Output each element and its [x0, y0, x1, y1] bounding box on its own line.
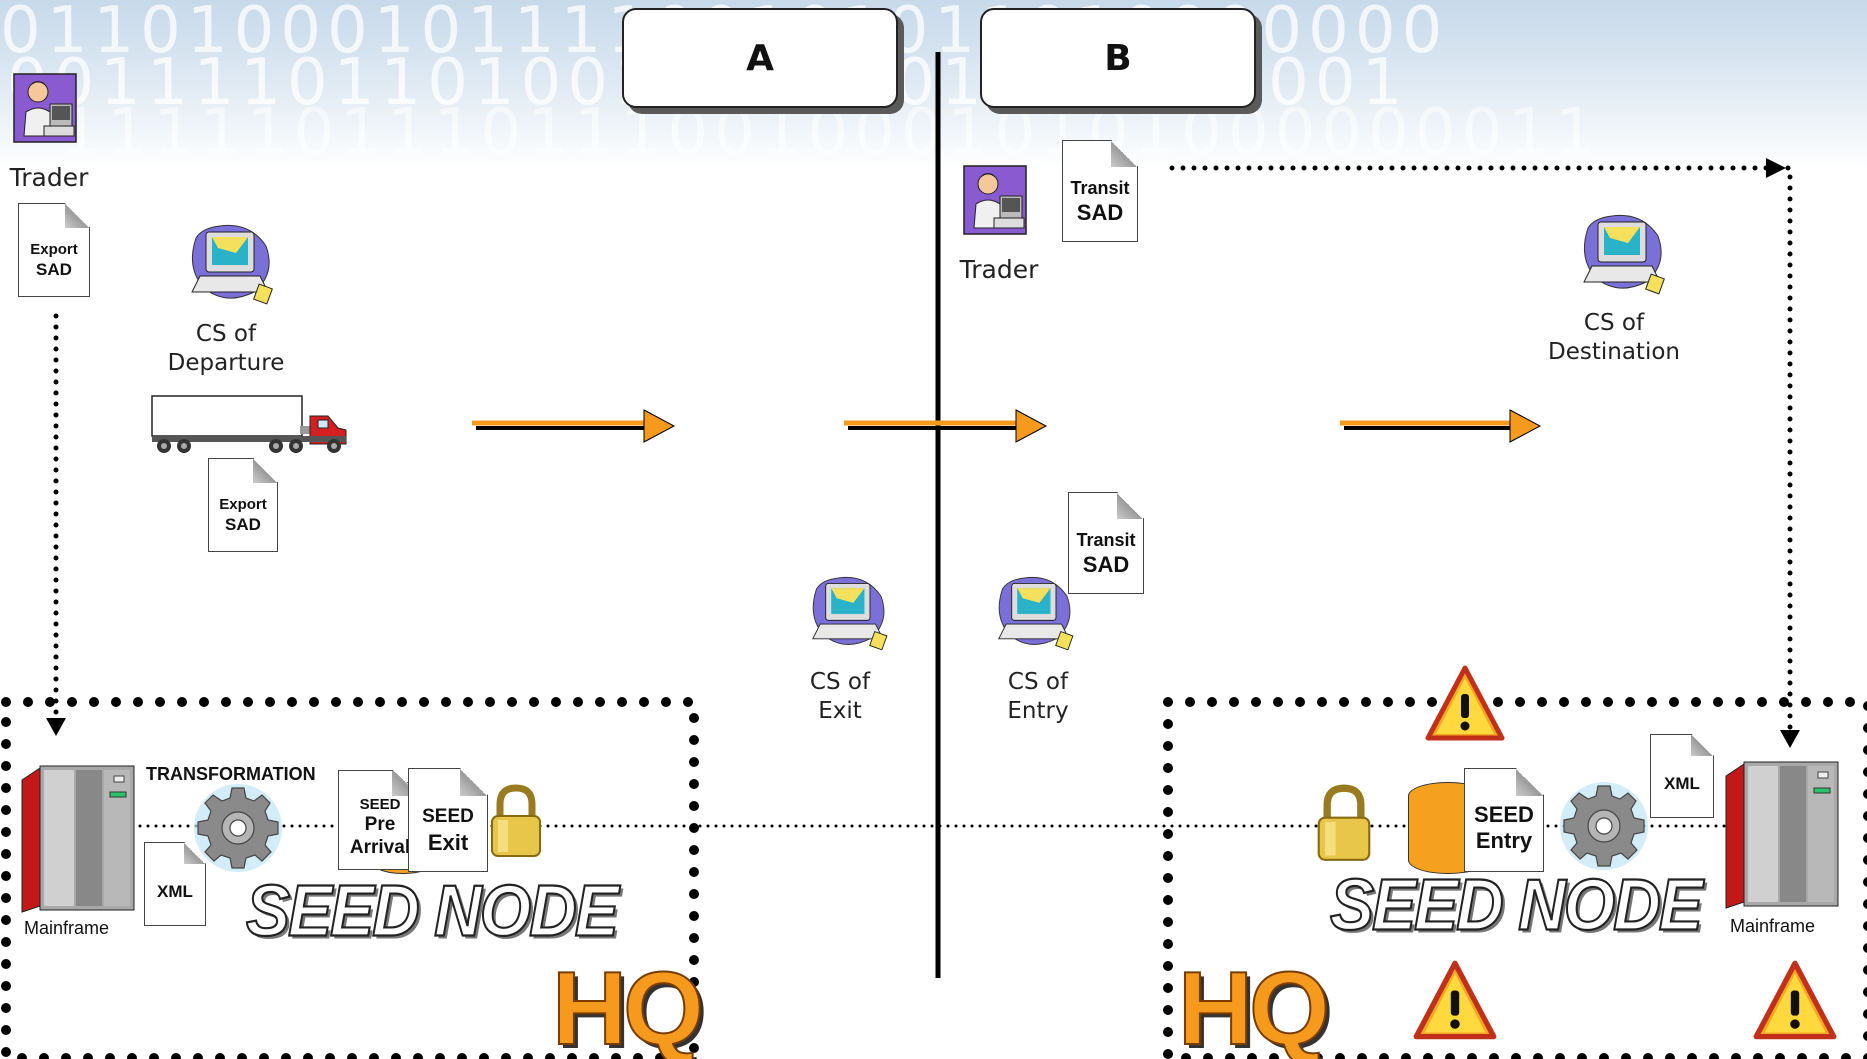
- cs-departure-label-line1: CS of: [195, 321, 257, 347]
- xml-document-right: XML: [1650, 734, 1714, 818]
- destination-arrowhead-top: [1766, 158, 1786, 178]
- movement-arrow-1: [472, 409, 676, 443]
- seed-entry-line2: Entry: [1475, 828, 1533, 853]
- padlock-icon-right: [1317, 784, 1371, 861]
- transit-mid-line1: Transit: [1076, 530, 1136, 550]
- mainframe-label-left: Mainframe: [24, 918, 110, 938]
- country-b-box: B: [980, 8, 1256, 108]
- mainframe-right-icon: [1725, 761, 1839, 909]
- seed-pre-line3: Arrival: [349, 837, 411, 858]
- hq-label-right: HQ: [1177, 950, 1331, 1059]
- transit-sad-document-top: Transit SAD: [1062, 140, 1138, 242]
- cs-departure-label-line2: Departure: [167, 350, 285, 376]
- computer-destination-icon: [1583, 214, 1665, 295]
- hq-label-left: HQ: [551, 950, 705, 1059]
- seed-exit-line2: Exit: [427, 830, 469, 855]
- xml-right-text: XML: [1664, 774, 1700, 793]
- warning-icon-top: [1425, 665, 1505, 741]
- truck-icon: [151, 395, 347, 453]
- transit-mid-line2: SAD: [1082, 552, 1130, 577]
- transit-top-line1: Transit: [1070, 178, 1130, 198]
- destination-arrowhead-down: [1780, 730, 1800, 748]
- truck-export-doc-line1: Export: [219, 496, 267, 513]
- trader-label-right: Trader: [959, 255, 1039, 284]
- transformation-label: TRANSFORMATION: [146, 764, 316, 784]
- seed-entry-document: SEED Entry: [1464, 768, 1544, 872]
- computer-entry-icon: [998, 576, 1074, 651]
- cs-entry-label-line2: Entry: [1007, 698, 1069, 724]
- truck-export-doc-line2: SAD: [225, 515, 261, 534]
- warning-icon-bottom-1: [1413, 960, 1497, 1040]
- xml-left-text: XML: [157, 882, 193, 901]
- mainframe-label-right: Mainframe: [1730, 916, 1816, 936]
- mainframe-left-icon: [21, 765, 135, 913]
- trader-label-left: Trader: [9, 163, 89, 192]
- computer-exit-icon: [812, 576, 888, 651]
- export-sad-doc-line1: Export: [30, 241, 78, 258]
- cs-exit-label-line1: CS of: [809, 669, 871, 695]
- background-digits-3: 111110111011100100010101000000011: [60, 96, 1602, 170]
- seed-pre-line1: SEED: [359, 796, 401, 813]
- seed-node-title-right: SEED NODE: [1329, 862, 1704, 946]
- gear-icon-right: [1560, 782, 1648, 870]
- movement-arrow-3: [1340, 409, 1542, 443]
- gear-icon-left: [194, 784, 282, 872]
- truck-export-sad-document: Export SAD: [208, 458, 278, 552]
- seed-exit-line1: SEED: [422, 806, 474, 827]
- trader-to-hq-arrowhead: [46, 718, 66, 736]
- padlock-icon-left: [491, 784, 541, 857]
- export-sad-document: Export SAD: [18, 203, 90, 297]
- export-sad-doc-line2: SAD: [36, 260, 72, 279]
- cs-entry-label-line1: CS of: [1007, 669, 1069, 695]
- seed-node-title-left: SEED NODE: [245, 868, 620, 952]
- trader-clipart-right-icon: [963, 165, 1027, 235]
- country-a-box: A: [622, 8, 898, 108]
- hq-box-left: [1, 697, 699, 1059]
- trader-clipart-icon: [13, 73, 77, 143]
- hq-box-right: [1163, 697, 1867, 1059]
- destination-dotted-arrow: [1169, 165, 1793, 733]
- transit-top-line2: SAD: [1076, 200, 1124, 225]
- movement-arrow-2: [844, 409, 1048, 443]
- cs-exit-label-line2: Exit: [818, 698, 862, 724]
- computer-departure-icon: [191, 224, 273, 305]
- xml-document-left: XML: [144, 842, 206, 926]
- warning-icon-bottom-2: [1753, 960, 1837, 1040]
- cs-destination-label-line2: Destination: [1548, 339, 1680, 365]
- cs-destination-label-line1: CS of: [1583, 310, 1645, 336]
- transit-sad-document-middle: Transit SAD: [1068, 492, 1144, 594]
- seed-pre-line2: Pre: [364, 814, 396, 835]
- seed-entry-line1: SEED: [1474, 802, 1534, 827]
- seed-exit-document: SEED Exit: [408, 768, 488, 872]
